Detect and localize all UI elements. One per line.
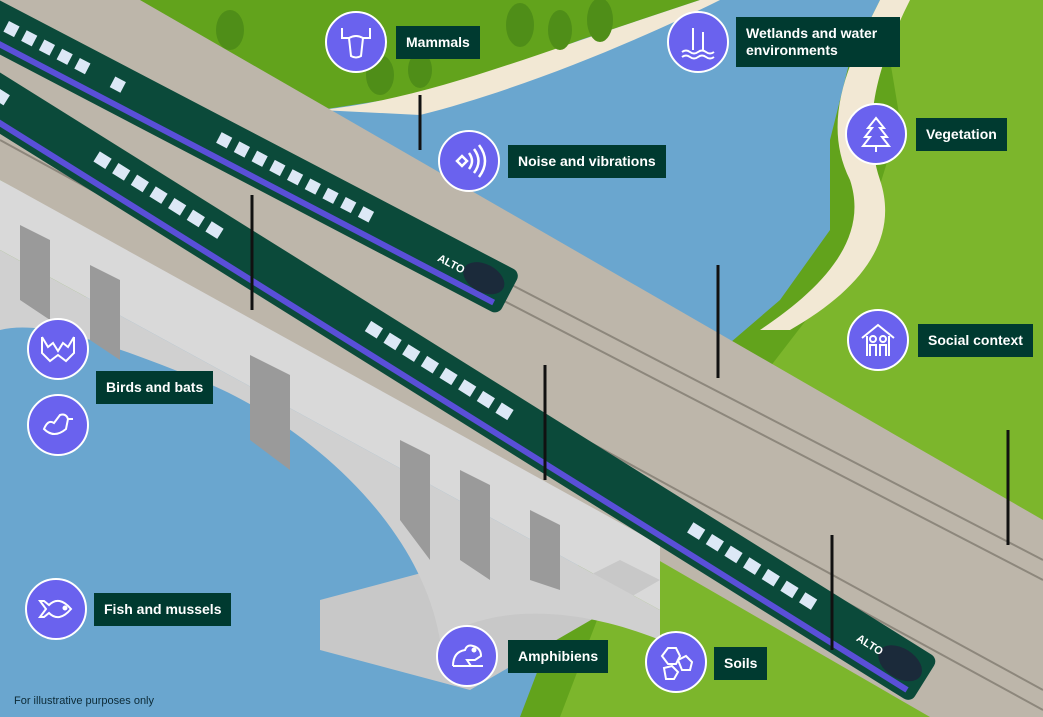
upper-train: ALTO [0,0,518,313]
footnote: For illustrative purposes only [14,695,155,707]
sound-waves-icon [438,130,500,192]
bridge-side [0,180,660,610]
label-soils: Soils [714,647,768,680]
trees [216,0,613,95]
bird-icon [27,394,89,456]
label-vegetation: Vegetation [916,118,1007,151]
bat-icon [27,318,89,380]
bridge-arch [0,250,660,640]
soil-stones-icon [645,631,707,693]
family-house-icon [847,309,909,371]
label-mammals: Mammals [396,26,480,59]
sand-bank [760,0,910,330]
fish-icon [25,578,87,640]
catenary-poles [250,95,1010,650]
cattail-water-icon [667,11,729,73]
frog-icon [436,625,498,687]
bridge-openings [20,225,560,590]
lower-train: ALTO [0,63,936,700]
label-birds-bats: Birds and bats [96,371,214,404]
label-social-context: Social context [918,324,1033,357]
label-amphibiens: Amphibiens [508,640,609,673]
label-noise: Noise and vibrations [508,145,666,178]
sand-bank-top [320,0,720,115]
tree-icon [845,103,907,165]
label-wetlands: Wetlands and water environments [736,17,900,67]
label-fish: Fish and mussels [94,593,232,626]
moose-icon [325,11,387,73]
